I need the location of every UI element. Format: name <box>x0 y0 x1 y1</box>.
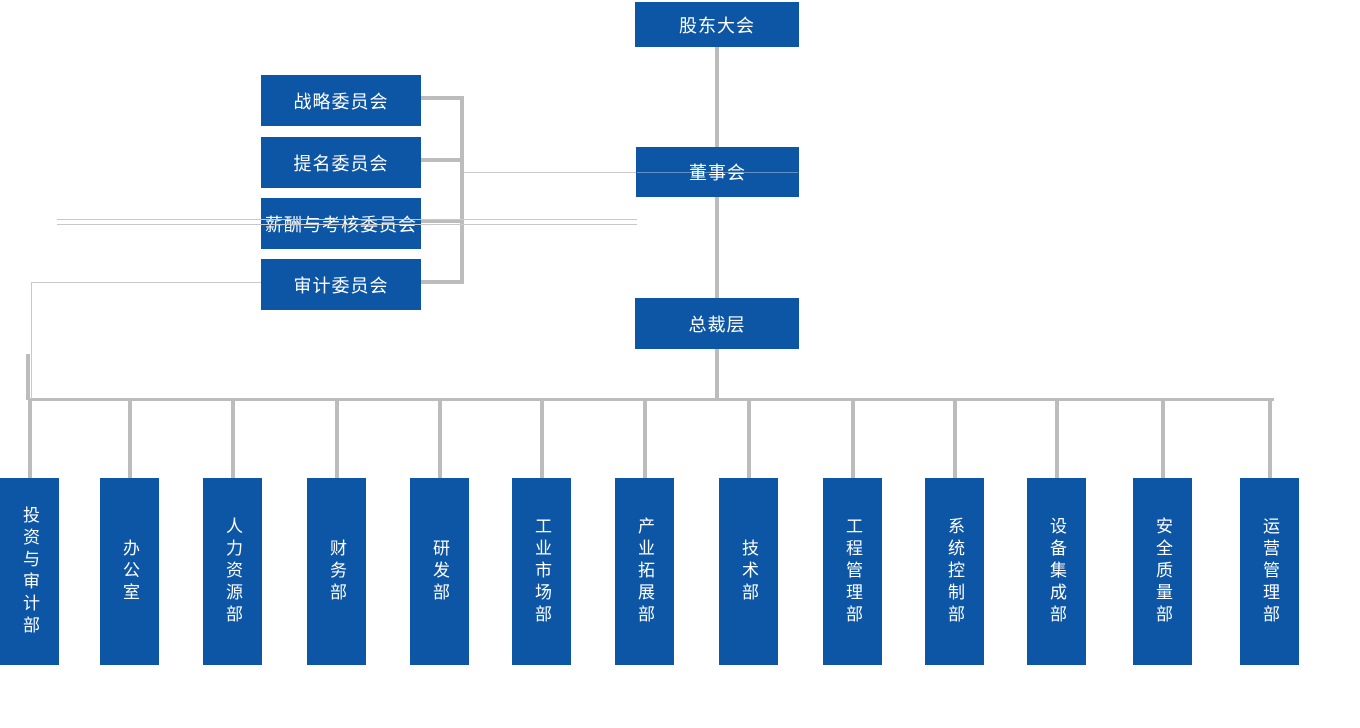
connector-dept-stub <box>1268 400 1272 478</box>
node-dept-industry-expansion: 产业拓展部 <box>615 478 674 665</box>
connector-remuneration-line-upper <box>57 219 637 220</box>
node-label: 财务部 <box>327 538 346 605</box>
node-label: 系统控制部 <box>945 516 964 627</box>
node-board-of-directors: 董事会 <box>636 147 799 197</box>
connector-audit-left <box>31 282 261 283</box>
connector-dept-stub <box>643 400 647 478</box>
connector-remuneration-line-lower <box>57 224 637 225</box>
connector-left-vertical <box>31 282 32 399</box>
node-dept-office: 办公室 <box>100 478 159 665</box>
connector-committees-board <box>464 172 636 173</box>
node-label: 投资与审计部 <box>20 505 39 638</box>
connector-committee-arm <box>421 158 464 162</box>
connector-dept-stub <box>128 400 132 478</box>
connector-dept-stub <box>1055 400 1059 478</box>
node-label: 研发部 <box>430 538 449 605</box>
connector-dept-stub <box>28 400 32 478</box>
node-shareholders-meeting: 股东大会 <box>635 2 799 47</box>
connector-committee-bus <box>460 96 464 284</box>
node-dept-human-resources: 人力资源部 <box>203 478 262 665</box>
node-label: 安全质量部 <box>1153 516 1172 627</box>
node-label: 运营管理部 <box>1260 516 1279 627</box>
node-dept-investment-audit: 投资与审计部 <box>0 478 59 665</box>
node-dept-finance: 财务部 <box>307 478 366 665</box>
connector-dept-stub <box>231 400 235 478</box>
node-label: 董事会 <box>689 163 746 183</box>
node-label: 设备集成部 <box>1047 516 1066 627</box>
node-label: 办公室 <box>120 538 139 605</box>
connector-shareholders-board <box>715 47 719 148</box>
connector-committee-arm <box>421 96 464 100</box>
connector-board-president <box>715 197 719 298</box>
node-dept-engineering-management: 工程管理部 <box>823 478 882 665</box>
node-dept-technology: 技术部 <box>719 478 778 665</box>
connector-president-trunk <box>715 348 719 400</box>
node-label: 总裁层 <box>688 314 746 335</box>
node-label: 人力资源部 <box>223 516 242 627</box>
node-label: 股东大会 <box>679 15 755 36</box>
node-president-level: 总裁层 <box>635 298 799 349</box>
node-label: 工程管理部 <box>843 516 862 627</box>
connector-dept-stub <box>953 400 957 478</box>
node-dept-system-control: 系统控制部 <box>925 478 984 665</box>
node-label: 产业拓展部 <box>635 516 654 627</box>
node-label: 战略委员会 <box>293 91 389 112</box>
connector-dept-stub <box>438 400 442 478</box>
connector-dept-stub <box>540 400 544 478</box>
connector-dept-stub <box>1161 400 1165 478</box>
connector-left-stub-extra <box>26 354 30 400</box>
node-dept-operations-management: 运营管理部 <box>1240 478 1299 665</box>
connector-committee-arm <box>421 219 464 223</box>
node-label: 提名委员会 <box>293 153 389 174</box>
node-dept-research-development: 研发部 <box>410 478 469 665</box>
node-dept-equipment-integration: 设备集成部 <box>1027 478 1086 665</box>
node-committee-audit: 审计委员会 <box>261 259 421 310</box>
connector-committee-arm <box>421 280 464 284</box>
node-label: 技术部 <box>739 538 758 605</box>
connector-board-inner-artifact <box>637 172 798 173</box>
connector-dept-stub <box>747 400 751 478</box>
node-label: 工业市场部 <box>532 516 551 627</box>
connector-dept-stub <box>335 400 339 478</box>
connector-dept-stub <box>851 400 855 478</box>
connector-main-horizontal <box>28 398 1274 401</box>
node-dept-industrial-market: 工业市场部 <box>512 478 571 665</box>
node-dept-safety-quality: 安全质量部 <box>1133 478 1192 665</box>
node-committee-strategy: 战略委员会 <box>261 75 421 126</box>
node-label: 审计委员会 <box>293 275 389 296</box>
node-committee-nomination: 提名委员会 <box>261 137 421 188</box>
